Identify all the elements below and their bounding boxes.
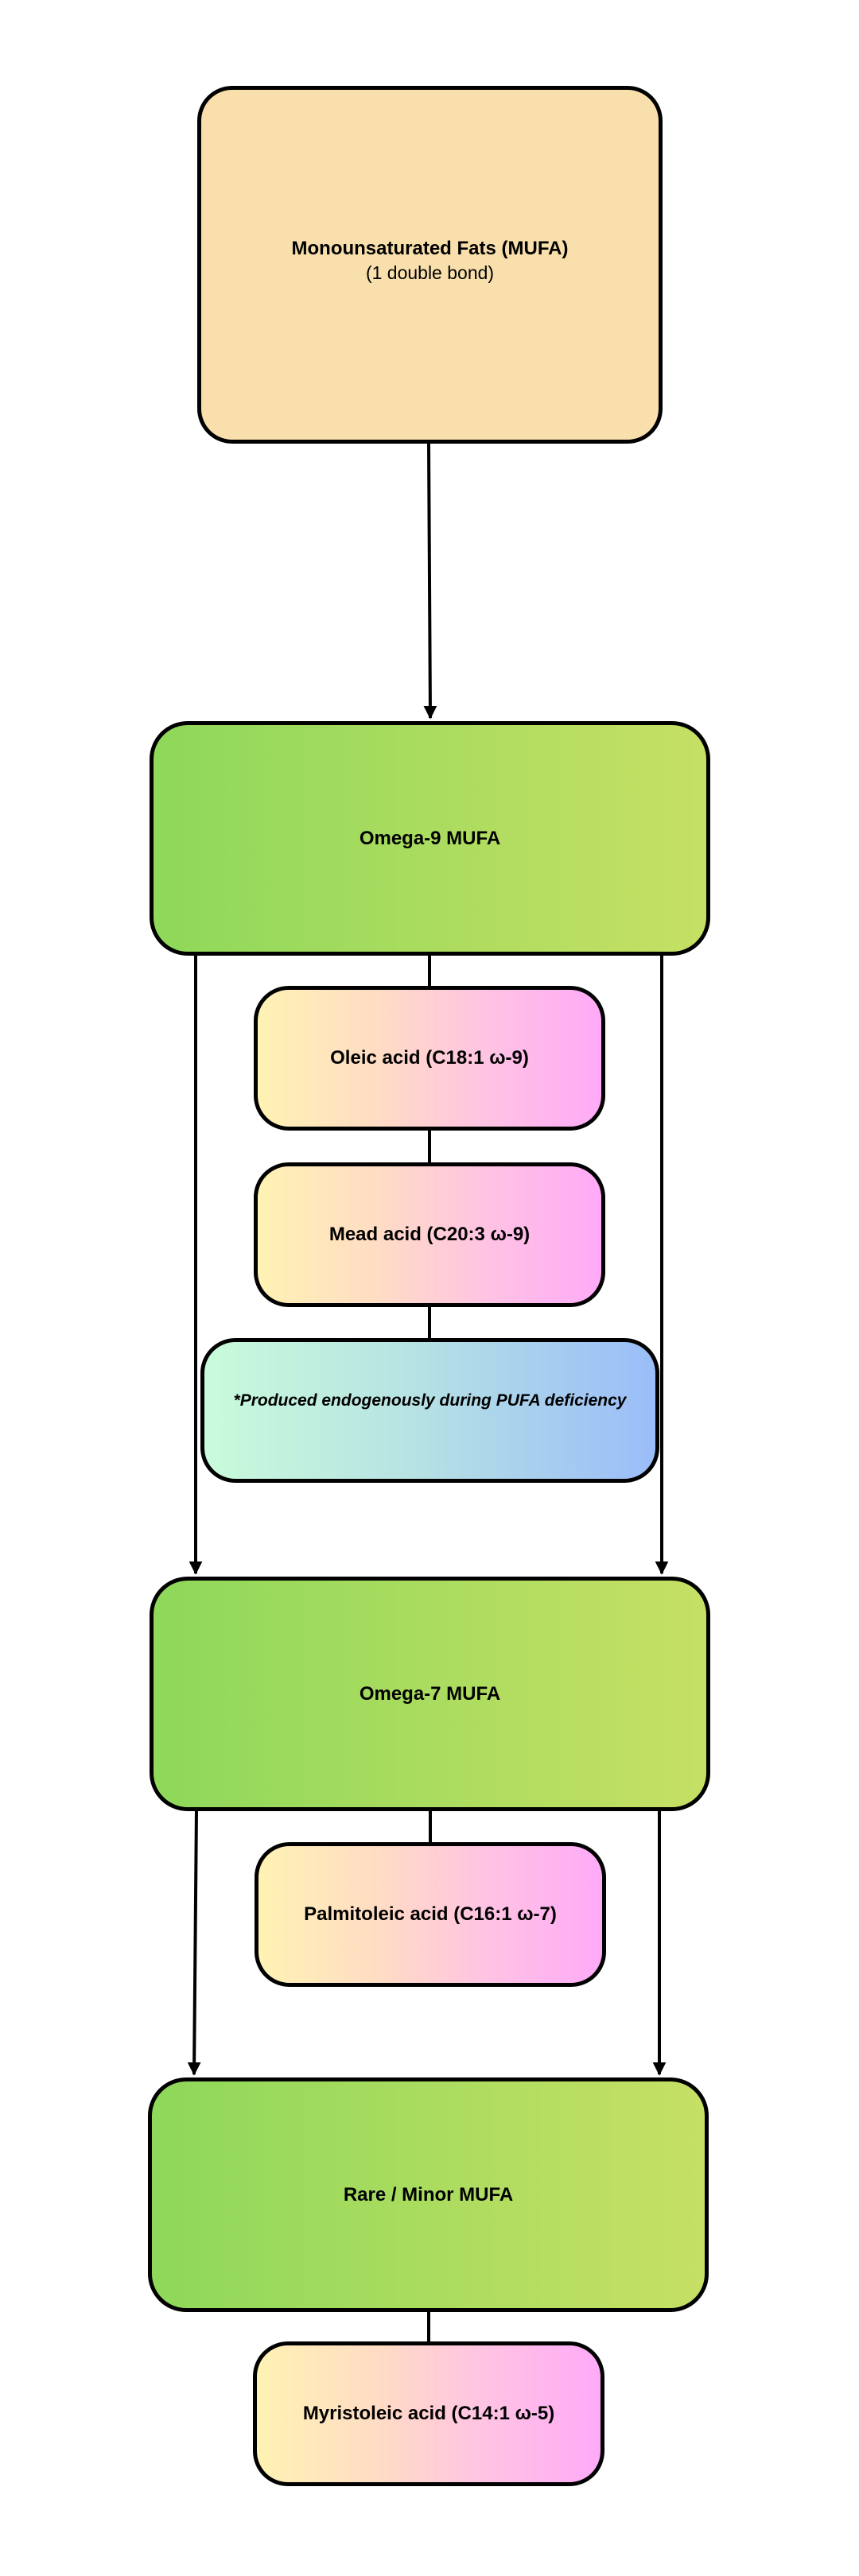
category-label: Omega-9 MUFA — [359, 827, 501, 849]
category-label: Omega-7 MUFA — [359, 1682, 501, 1705]
root-node-mufa: Monounsaturated Fats (MUFA) (1 double bo… — [197, 86, 663, 444]
category-node-rare-minor: Rare / Minor MUFA — [148, 2077, 709, 2312]
acid-node-oleic: Oleic acid (C18:1 ω-9) — [254, 986, 605, 1131]
arrow-omega7-to-rare-left — [187, 1809, 201, 2076]
acid-label: Myristoleic acid (C14:1 ω-5) — [302, 2403, 555, 2424]
category-node-omega9: Omega-9 MUFA — [150, 721, 710, 956]
category-node-omega7: Omega-7 MUFA — [150, 1577, 710, 1811]
arrow-root-to-omega9 — [423, 443, 437, 720]
root-title: Monounsaturated Fats (MUFA) — [291, 238, 569, 259]
acid-node-palmitoleic: Palmitoleic acid (C16:1 ω-7) — [255, 1842, 606, 1987]
acid-label: Oleic acid (C18:1 ω-9) — [330, 1047, 529, 1069]
acid-node-myristoleic: Myristoleic acid (C14:1 ω-5) — [253, 2341, 604, 2486]
acid-label: Palmitoleic acid (C16:1 ω-7) — [304, 1903, 557, 1925]
note-node-pufa-deficiency: *Produced endogenously during PUFA defic… — [200, 1338, 659, 1483]
category-label: Rare / Minor MUFA — [343, 2183, 514, 2206]
root-subtitle: (1 double bond) — [365, 262, 495, 283]
acid-node-mead: Mead acid (C20:3 ω-9) — [254, 1162, 605, 1307]
note-text: *Produced endogenously during PUFA defic… — [233, 1391, 627, 1410]
acid-label: Mead acid (C20:3 ω-9) — [328, 1224, 531, 1245]
